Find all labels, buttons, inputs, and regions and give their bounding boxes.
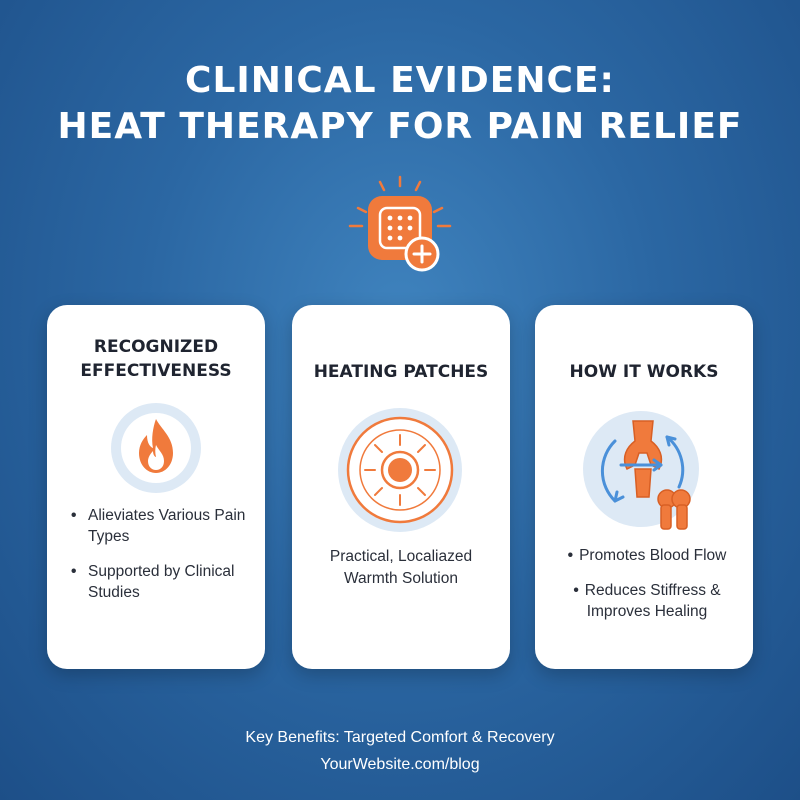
blood-flow-joint-icon (583, 411, 699, 530)
card-heating-patches: HEATING PATCHES Practical, Localiazed Wa… (292, 305, 510, 669)
page-title: CLINICAL EVIDENCE: HEAT THERAPY FOR PAIN… (0, 58, 800, 150)
heat-patch-plus-icon (348, 175, 452, 272)
list-item: Promotes Blood Flow (549, 545, 745, 566)
card-description: Practical, Localiazed Warmth Solution (329, 548, 473, 587)
title-line-2: HEAT THERAPY FOR PAIN RELIEF (57, 106, 743, 147)
card-title: HEATING PATCHES (313, 362, 489, 382)
list-item: Alieviates Various Pain Types (71, 505, 251, 547)
card-title: RECOGNIZED EFFECTIVENESS (80, 337, 232, 381)
card-title: HOW IT WORKS (569, 362, 719, 382)
bullet-list: Alieviates Various Pain Types Supported … (71, 505, 251, 617)
footer-website-link[interactable]: YourWebsite.com/blog (320, 756, 480, 773)
bullet-list: Promotes Blood Flow Reduces Stiffress & … (549, 545, 745, 636)
flame-icon (111, 403, 201, 493)
list-item: Supported by Clinical Studies (71, 561, 251, 603)
card-recognized-effectiveness: RECOGNIZED EFFECTIVENESS Alieviates Vari… (47, 305, 265, 669)
radiating-heat-patch-icon (338, 408, 462, 532)
footer-tagline: Key Benefits: Targeted Comfort & Recover… (245, 729, 555, 746)
list-item: Reduces Stiffress & Improves Healing (549, 580, 745, 622)
card-how-it-works: HOW IT WORKS Promotes Blood Flow Reduces… (535, 305, 753, 669)
title-line-1: CLINICAL EVIDENCE: (185, 60, 615, 101)
